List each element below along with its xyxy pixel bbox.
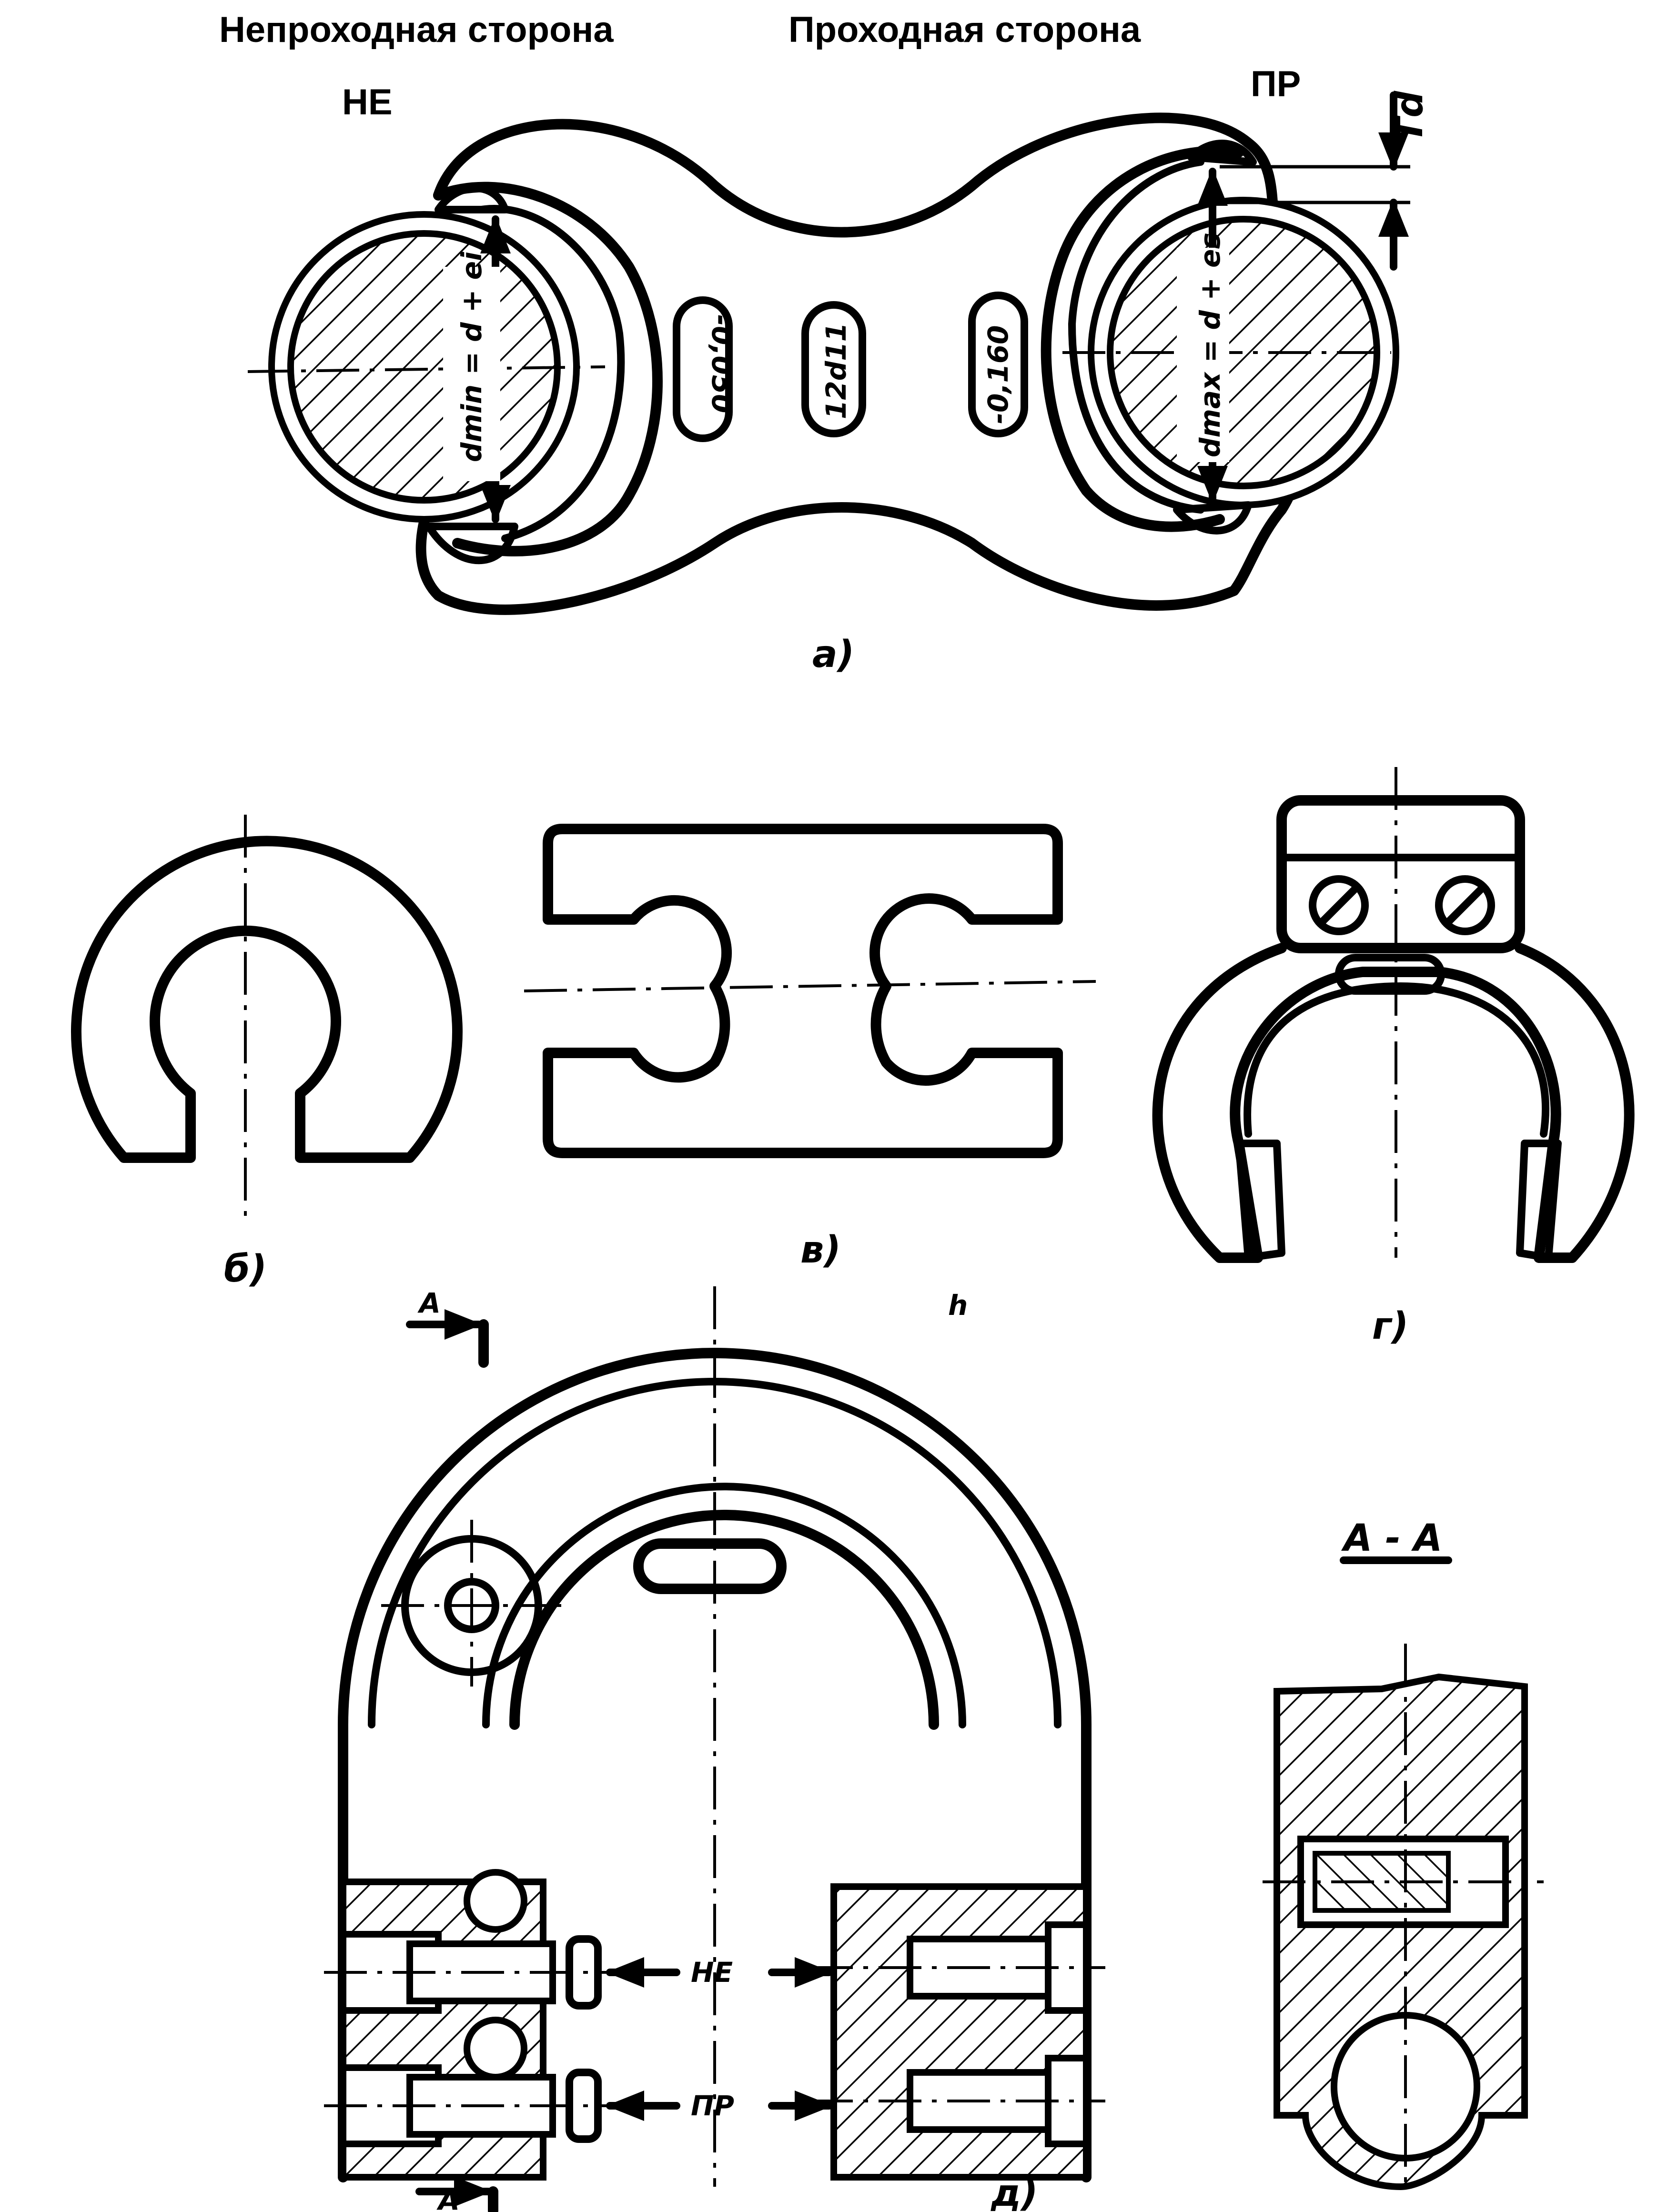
left-upper-lock-screw bbox=[464, 1869, 527, 1933]
plate-axis bbox=[524, 980, 1096, 992]
stray-mark: ℎ bbox=[948, 1289, 968, 1322]
figure-g-adjustable-gauge: г) bbox=[1152, 767, 1635, 1348]
adjust-screw-left-slot bbox=[1317, 883, 1361, 927]
left-jaw-opening bbox=[433, 182, 663, 556]
figure-a-snap-gauge: dmin = d + ei dmax = d + es Td -0,050 12… bbox=[247, 91, 1431, 676]
marking-right: -0,160 bbox=[982, 325, 1014, 424]
left-lower-anvil bbox=[425, 523, 518, 565]
right-dimension-label: dmax = d + es bbox=[1194, 232, 1226, 457]
section-mark-top-letter: А bbox=[417, 1287, 441, 1319]
left-jaw-inner bbox=[477, 205, 625, 542]
left-dimension-label: dmin = d + ei bbox=[455, 251, 488, 462]
plate-outline bbox=[543, 824, 1063, 1158]
marking-left: -0,050 bbox=[706, 314, 738, 414]
section-mark-bottom-letter: А bbox=[436, 2184, 460, 2212]
marking-left-frame bbox=[673, 296, 733, 442]
bow-outer bbox=[338, 1348, 1092, 2182]
clip-slot bbox=[1335, 954, 1445, 995]
figure-d-adjustable-bracket-gauge: НЕ ПР А А д) bbox=[324, 1286, 1105, 2212]
marking-center: 12d11 bbox=[820, 323, 852, 419]
bow-inner-outer-edge bbox=[482, 1483, 966, 1728]
no-go-side-title: Непроходная сторона bbox=[219, 10, 614, 50]
horseshoe-outline bbox=[71, 836, 463, 1163]
clip-left-tip bbox=[1235, 1140, 1285, 1262]
adjust-screw-right-slot bbox=[1443, 883, 1487, 927]
left-horizontal-axis bbox=[247, 365, 606, 373]
bow-grip-slot bbox=[633, 1538, 787, 1594]
figure-b-horseshoe-gauge: б) bbox=[71, 815, 463, 1291]
bow-inner bbox=[509, 1510, 939, 1730]
figure-d-caption: д) bbox=[991, 2172, 1038, 2212]
figure-g-caption: г) bbox=[1372, 1305, 1408, 1348]
adjust-screw-left bbox=[1309, 875, 1369, 935]
figure-d-pr-label: ПР bbox=[691, 2090, 734, 2122]
right-upper-anvil bbox=[1187, 140, 1257, 166]
marking-right-frame bbox=[968, 292, 1028, 437]
adjuster-block bbox=[1276, 795, 1525, 953]
clip-inner-arc bbox=[1243, 982, 1550, 1138]
left-dimension-label-bg bbox=[443, 267, 500, 481]
no-go-mark: НЕ bbox=[342, 82, 393, 122]
clip-right-tip bbox=[1516, 1140, 1562, 1262]
adjust-screw-right bbox=[1435, 875, 1495, 935]
left-lower-lock-screw bbox=[464, 2017, 527, 2081]
section-a-a: А - А bbox=[1263, 1517, 1544, 2192]
figure-b-caption: б) bbox=[224, 1248, 267, 1291]
figure-d-ne-label: НЕ bbox=[691, 1956, 733, 1989]
figure-v-caption: в) bbox=[800, 1229, 841, 1272]
right-jaw-inner bbox=[1068, 158, 1204, 514]
section-a-a-title: А - А bbox=[1341, 1517, 1442, 1560]
left-upper-anvil bbox=[435, 184, 509, 213]
go-mark: ПР bbox=[1251, 64, 1301, 104]
figure-v-plate-gauge: в) bbox=[524, 824, 1096, 1272]
td-label: Td bbox=[1388, 91, 1431, 143]
marking-center-frame bbox=[801, 301, 866, 437]
right-jaw-opening bbox=[1041, 146, 1244, 532]
right-lower-anvil bbox=[1173, 501, 1252, 535]
left-shaft-section bbox=[287, 230, 561, 504]
go-side-title: Проходная сторона bbox=[788, 10, 1141, 50]
clip-outer-frame bbox=[1152, 943, 1635, 1263]
right-dimension-label-bg bbox=[1177, 248, 1229, 462]
figure-a-caption: а) bbox=[812, 633, 854, 676]
